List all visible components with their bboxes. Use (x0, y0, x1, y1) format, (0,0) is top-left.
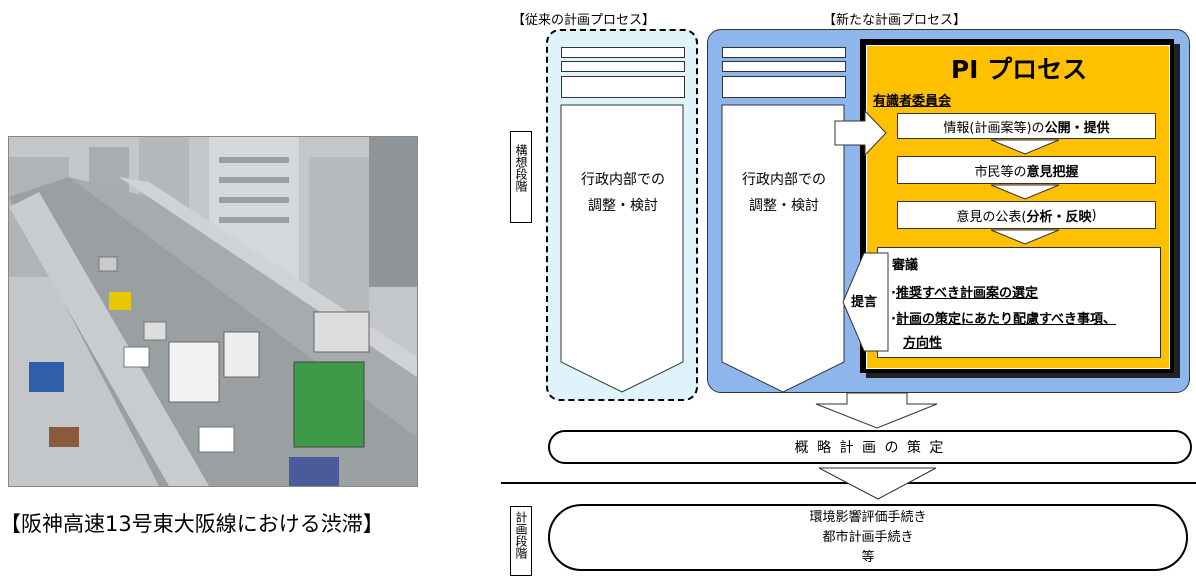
old-arrow-text: 行政内部での 調整・検討 (581, 172, 665, 214)
old-bar-3 (561, 76, 685, 98)
new-bar-3 (722, 76, 846, 98)
highway-traffic-image (9, 137, 417, 486)
new-bar-1 (722, 47, 846, 58)
photo-caption: 【阪神高速13号東大阪線における渋滞】 (0, 512, 384, 536)
new-bar-2 (722, 61, 846, 72)
step-arrow-3 (990, 229, 1060, 245)
merge-arrow-1 (815, 392, 938, 429)
input-arrow-icon (834, 110, 887, 156)
proposal-arrow-icon (842, 252, 889, 352)
committee-label: 有識者委員会 (873, 94, 952, 109)
step-arrow-2 (990, 184, 1060, 200)
item-2-cont: 方向性 (903, 336, 943, 351)
step-publish: 意見の公表(分析・反映) (897, 201, 1156, 229)
old-bar-2 (561, 61, 685, 72)
new-arrow-text: 行政内部での 調整・検討 (742, 172, 826, 214)
proposal-label: 提言 (851, 295, 878, 310)
concept-stage-label: 構想段階 (510, 131, 532, 223)
old-process-header: 【従来の計画プロセス】 (512, 13, 656, 28)
deliberation-label: 審議 (892, 258, 919, 273)
traffic-photo (8, 136, 418, 487)
old-down-arrow (560, 104, 684, 393)
step-disclose: 情報(計画案等)の公開・提供 (897, 113, 1156, 139)
new-process-header: 【新たな計画プロセス】 (823, 13, 967, 28)
merge-arrow-2 (818, 467, 937, 500)
planning-stage-label: 計画段階 (510, 506, 532, 576)
new-down-arrow (721, 104, 845, 393)
step-arrow-1 (990, 139, 1060, 155)
pi-title: PI プロセス (950, 55, 1088, 84)
procedures-bar: 環境影響評価手続き 都市計画手続き 等 (548, 504, 1188, 571)
old-bar-1 (561, 47, 685, 58)
outline-plan-bar: 概 略 計 画 の 策 定 (548, 430, 1192, 464)
item-1: ·推奨すべき計画案の選定 (891, 286, 1039, 301)
item-2: ·計画の策定にあたり配慮すべき事項、 (891, 312, 1117, 327)
step-hearing: 市民等の意見把握 (897, 156, 1156, 184)
deliberation-box (877, 247, 1161, 358)
